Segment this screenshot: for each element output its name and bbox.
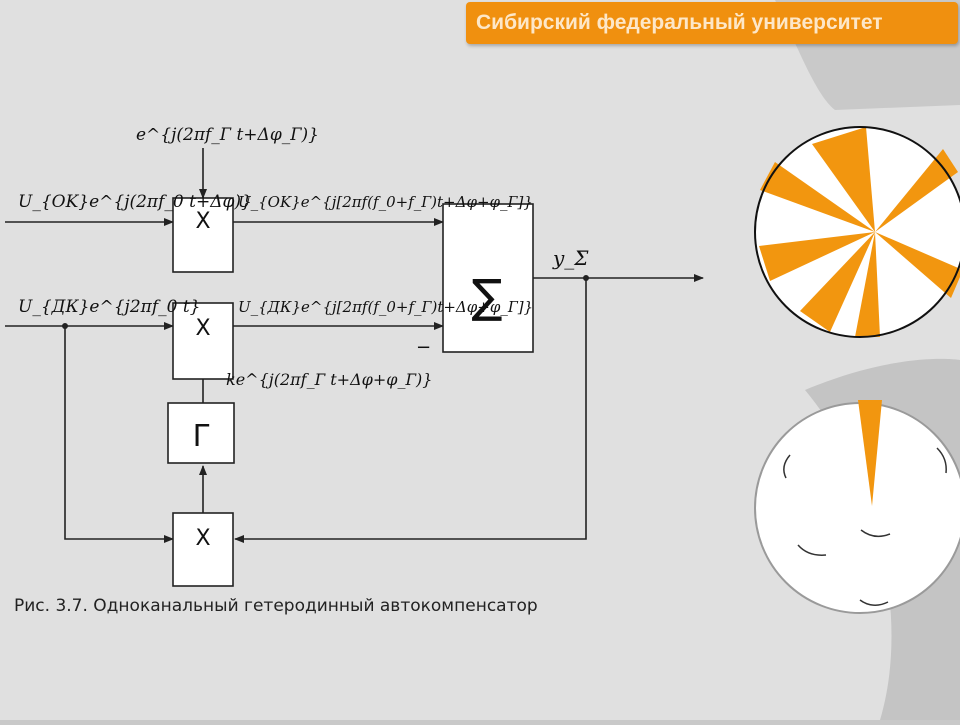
university-banner: Сибирский федеральный университет	[466, 2, 958, 44]
main-input-label: U_{OK}e^{j(2πf_0 t+Δφ)}	[18, 192, 252, 212]
multiplier-bottom-label: X	[195, 526, 210, 551]
aux-shifted-label: U_{ДК}e^{j[2πf(f_0+f_Г)t+Δφ+φ_Г]}	[238, 298, 533, 316]
decor-striped-disk	[754, 126, 960, 338]
junction-dot	[583, 275, 589, 281]
main-shifted-label: U_{OK}e^{j[2πf(f_0+f_Г)t+Δφ+φ_Г]}	[238, 193, 533, 211]
multiplier-top: X	[172, 197, 234, 273]
summator-block-label: ∑	[472, 269, 503, 323]
heterodyne-signal-label: e^{j(2πf_Г t+Δφ_Г)}	[136, 125, 319, 145]
output-label: y_Σ	[552, 246, 589, 270]
weight-label: ke^{j(2πf_Г t+Δφ+φ_Г)}	[226, 370, 432, 389]
figure-caption: Рис. 3.7. Одноканальный гетеродинный авт…	[14, 596, 538, 616]
junction-dot	[62, 323, 68, 329]
summator-block: ∑	[442, 203, 534, 353]
gamma-block-label: Γ	[193, 419, 210, 454]
multiplier-middle: X	[172, 302, 234, 380]
multiplier-middle-label: X	[195, 316, 210, 341]
decor-clock-disk	[754, 400, 960, 614]
diagram-wires	[5, 148, 704, 543]
gamma-block: Γ	[167, 402, 235, 464]
university-name: Сибирский федеральный университет	[476, 11, 883, 34]
minus-sign: −	[416, 337, 431, 358]
multiplier-top-label: X	[195, 209, 210, 234]
multiplier-bottom: X	[172, 512, 234, 587]
aux-input-label: U_{ДК}e^{j2πf_0 t}	[18, 297, 200, 317]
